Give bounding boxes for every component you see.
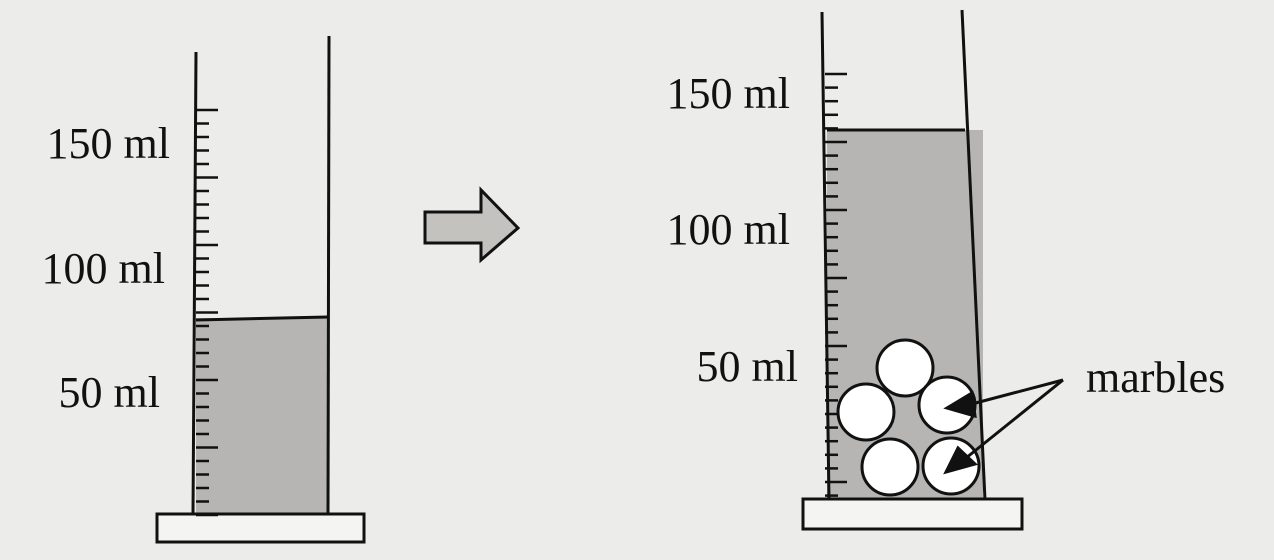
- cylinder-after-base: [801, 497, 1024, 531]
- marble: [860, 437, 920, 497]
- scale-label-50-before: 50 ml: [59, 368, 160, 417]
- water-before: [196, 318, 328, 515]
- arrow-icon: [423, 186, 521, 264]
- scale-ticks-after: [825, 72, 847, 497]
- cylinder-before-base: [155, 512, 366, 544]
- scale-ticks-before: [196, 108, 218, 517]
- marble: [875, 338, 935, 398]
- marble: [836, 382, 896, 442]
- cylinder-after-left-wall: [820, 11, 831, 501]
- arrowhead-upper-icon: [943, 390, 977, 419]
- callout-line-upper: [967, 378, 1064, 407]
- cylinder-before-right-wall: [326, 35, 331, 516]
- water-surface-before: [195, 315, 329, 322]
- cylinder-before: 150 ml 100 ml 50 ml: [42, 35, 366, 544]
- scale-label-100-after: 100 ml: [667, 205, 790, 254]
- cylinder-after-right-wall: [960, 9, 987, 501]
- scale-label-150-before: 150 ml: [47, 119, 170, 168]
- arrowhead-lower-icon: [943, 445, 978, 475]
- scale-label-150-after: 150 ml: [667, 69, 790, 118]
- marbles-label: marbles: [1086, 353, 1225, 402]
- scale-label-100-before: 100 ml: [42, 244, 165, 293]
- cylinder-before-left-wall: [191, 51, 198, 516]
- cylinder-after: 150 ml 100 ml 50 ml marbles: [667, 9, 1225, 531]
- callout-line-lower: [965, 378, 1064, 460]
- marbles-callout-arrows: [943, 378, 1064, 475]
- scale-label-50-after: 50 ml: [697, 342, 798, 391]
